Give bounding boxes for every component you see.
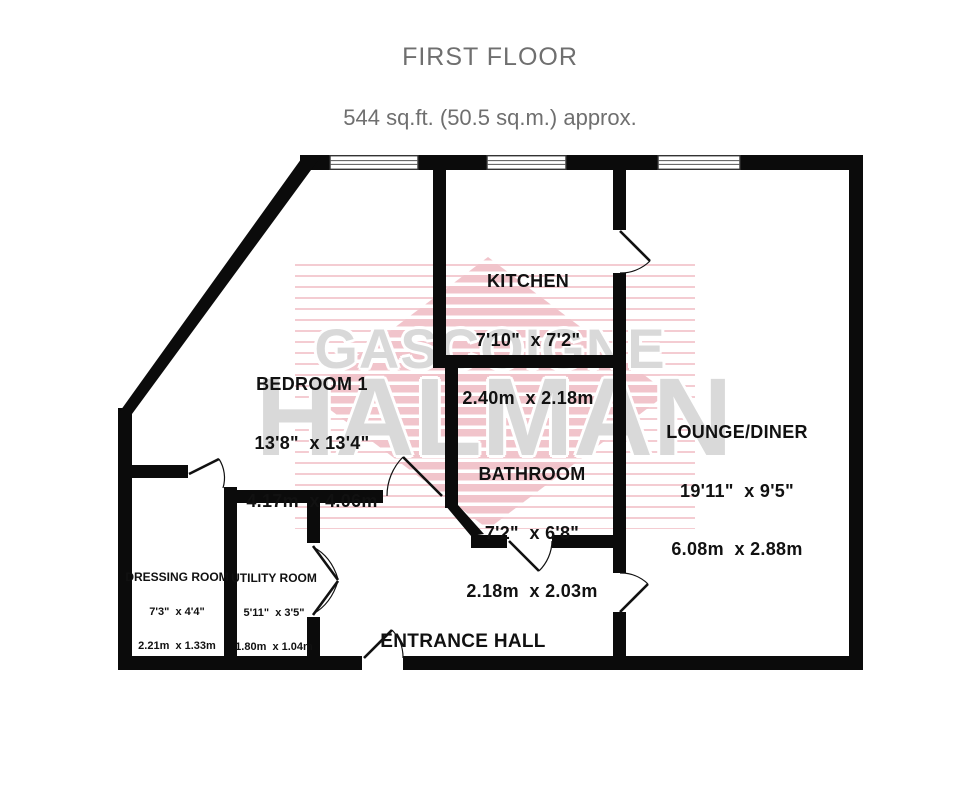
doors	[188, 230, 651, 659]
wall-kitchen-lounge-mid	[613, 273, 626, 573]
window-bedroom	[329, 154, 419, 170]
room-dims-imperial: 19'11" x 9'5"	[680, 480, 794, 501]
window-lounge	[657, 154, 741, 170]
wall-segment	[566, 155, 658, 170]
wall-bathroom-bottom-left	[471, 535, 507, 548]
room-label-kitchen: KITCHEN 7'10" x 7'2" 2.40m x 2.18m	[462, 233, 593, 448]
wall-bathroom-left	[445, 368, 458, 508]
wall-segment	[740, 155, 863, 170]
kitchen-door	[619, 230, 651, 274]
wall-utility-right-lower	[307, 617, 320, 656]
page-title: FIRST FLOOR 544 sq.ft. (50.5 sq.m.) appr…	[343, 8, 636, 166]
lounge-door	[619, 572, 649, 613]
wall-right	[849, 155, 863, 670]
floor-title: FIRST FLOOR	[402, 43, 578, 71]
room-dims-metric: 2.18m x 2.03m	[466, 581, 598, 601]
wall-bottom-right	[403, 656, 863, 670]
wall-bottom-left	[118, 656, 362, 670]
wall-bathroom-diagonal	[445, 505, 484, 536]
room-dims-metric: 2.40m x 2.18m	[462, 388, 594, 408]
wall-segment	[418, 155, 487, 170]
wall-bathroom-bottom-right	[552, 535, 613, 548]
floor-area-subtitle: 544 sq.ft. (50.5 sq.m.) approx.	[343, 105, 637, 130]
dressing-room-door	[188, 457, 226, 489]
room-label-dressing-room: DRESSING ROOM 7'3" x 4'4" 2.21m x 1.33m	[125, 549, 228, 676]
room-label-lounge-diner: LOUNGE/DINER 19'11" x 9'5" 6.08m x 2.88m	[666, 384, 808, 599]
wall-kitchen-lounge-lower	[613, 612, 626, 656]
room-dims-metric: 4.17m x 4.06m	[246, 491, 378, 511]
windows	[329, 154, 741, 170]
wall-kitchen-left	[433, 170, 446, 368]
room-dims-imperial: 7'10" x 7'2"	[475, 329, 581, 350]
window-kitchen	[486, 154, 567, 170]
room-dims-metric: 6.08m x 2.88m	[671, 539, 803, 559]
room-dims-imperial: 13'8" x 13'4"	[254, 432, 370, 453]
room-dims-metric: 2.21m x 1.33m	[138, 640, 216, 652]
wall-hall-top	[224, 490, 383, 503]
wall-kitchen-lounge-upper	[613, 170, 626, 230]
wall-dressing-top	[131, 465, 188, 478]
room-name: LOUNGE/DINER	[666, 422, 808, 442]
room-name: ENTRANCE HALL	[380, 631, 546, 652]
watermark-brand-line2: HALMAN	[255, 356, 733, 479]
wall-kitchen-bottom	[446, 355, 613, 368]
room-dims-imperial: 7'2" x 6'8"	[484, 522, 580, 543]
utility-room-door	[311, 545, 340, 616]
bathroom-door	[508, 540, 553, 572]
wall-left	[118, 408, 132, 670]
room-name: KITCHEN	[486, 271, 570, 291]
wall-dressing-utility-divider	[224, 487, 237, 656]
room-label-bedroom1: BEDROOM 1 13'8" x 13'4" 4.17m x 4.06m	[246, 336, 377, 551]
room-label-utility-room: UTILITY ROOM 5'11" x 3'5" 1.80m x 1.04m	[231, 550, 317, 677]
walls	[118, 155, 863, 670]
front-entrance-door	[363, 629, 404, 659]
room-name: DRESSING ROOM	[125, 570, 229, 584]
room-label-entrance-hall: ENTRANCE HALL	[380, 593, 545, 691]
logo-diamond	[308, 257, 668, 529]
room-dims-imperial: 5'11" x 3'5"	[243, 606, 305, 619]
room-name: BATHROOM	[478, 464, 586, 484]
wall-utility-right-upper	[307, 490, 320, 543]
room-dims-imperial: 7'3" x 4'4"	[149, 605, 205, 618]
wall-diagonal	[118, 155, 322, 414]
room-name: BEDROOM 1	[256, 374, 368, 394]
room-name: UTILITY ROOM	[231, 571, 317, 585]
room-label-bathroom: BATHROOM 7'2" x 6'8" 2.18m x 2.03m	[466, 426, 597, 641]
bedroom-door	[386, 456, 443, 497]
room-dims-metric: 1.80m x 1.04m	[235, 641, 313, 653]
